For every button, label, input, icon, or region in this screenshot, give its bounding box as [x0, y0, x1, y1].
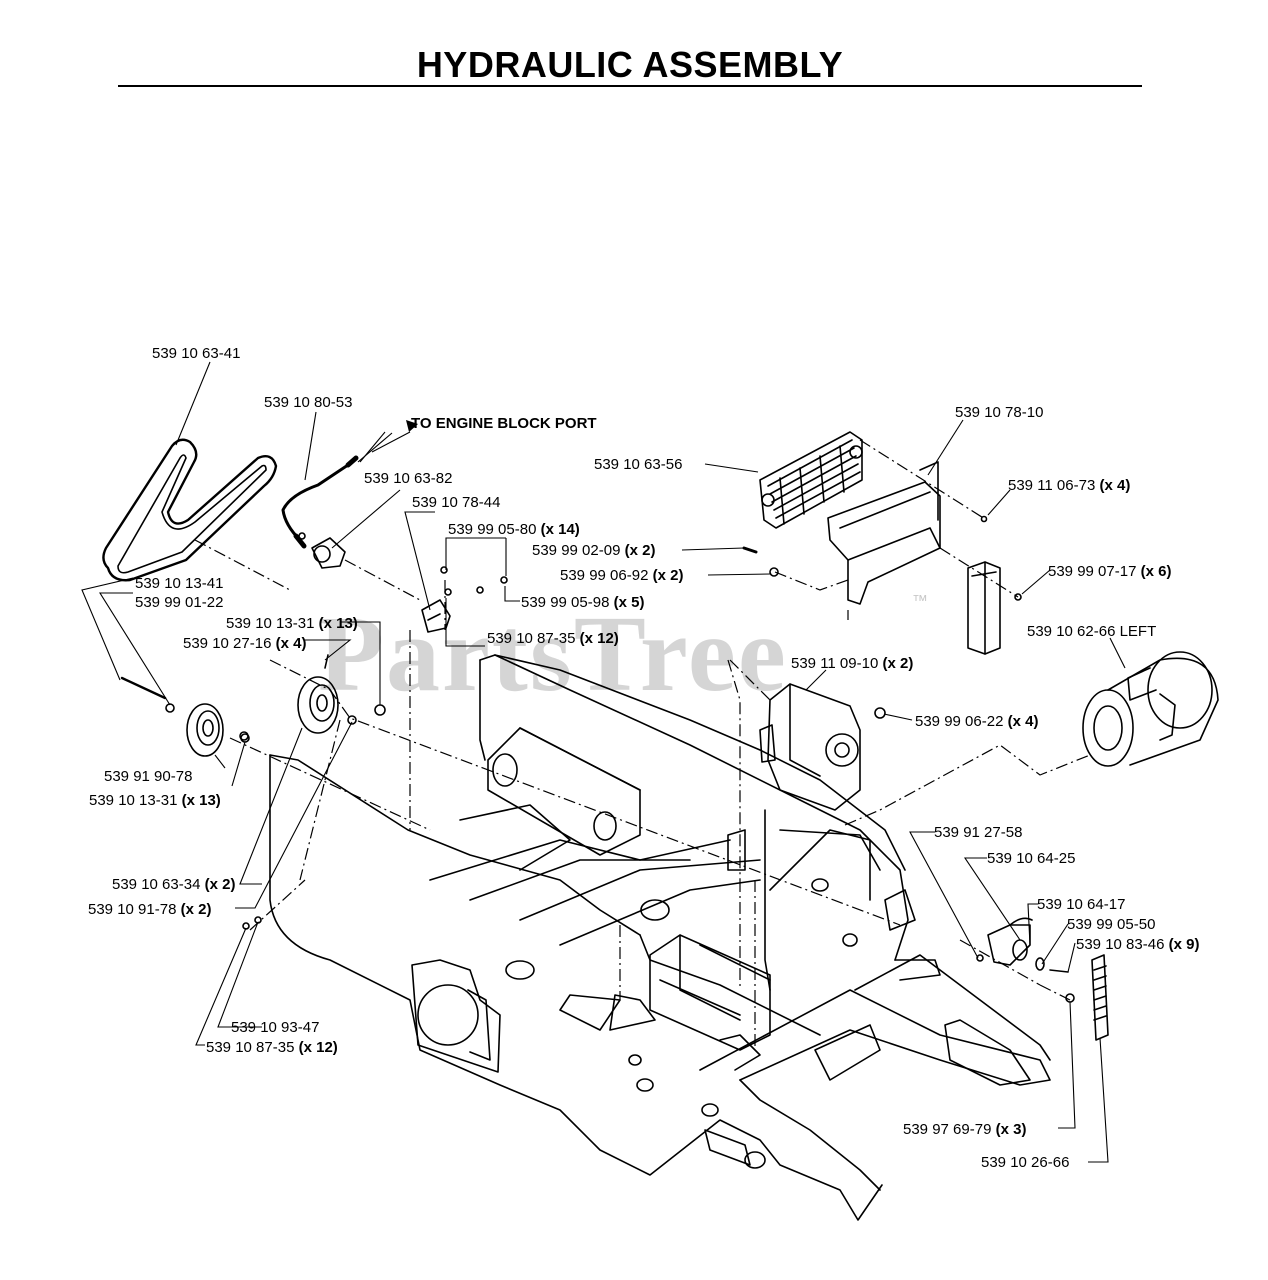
- cooler-bracket: [827, 461, 941, 605]
- callout-539-99-06-92: 539 99 06-92 (x 2): [560, 567, 683, 584]
- fasteners: [120, 515, 1022, 962]
- callout-539-10-26-66: 539 10 26-66: [981, 1154, 1069, 1171]
- hydraulic-pump: [759, 683, 886, 811]
- title-rule: [118, 85, 1142, 87]
- drive-pulley: [297, 654, 357, 734]
- callout-539-10-64-25: 539 10 64-25: [987, 850, 1075, 867]
- engine-port-arrow: [406, 420, 418, 432]
- callout-539-99-07-17: 539 99 07-17 (x 6): [1048, 563, 1171, 580]
- callout-539-99-05-80: 539 99 05-80 (x 14): [448, 521, 580, 538]
- callout-539-91-27-58: 539 91 27-58: [934, 824, 1022, 841]
- callout-539-10-93-47: 539 10 93-47: [231, 1019, 319, 1036]
- watermark: PartsTree: [318, 595, 788, 714]
- assembly-centerlines: [194, 439, 1091, 1050]
- wheel-motor: [1082, 651, 1219, 767]
- callout-539-10-64-17: 539 10 64-17: [1037, 896, 1125, 913]
- support-bracket: [967, 561, 1001, 655]
- callout-539-11-09-10: 539 11 09-10 (x 2): [791, 655, 913, 672]
- callout-539-10-63-56: 539 10 63-56: [594, 456, 682, 473]
- hydraulic-hose: [281, 455, 359, 549]
- callout-539-10-63-34: 539 10 63-34 (x 2): [112, 876, 235, 893]
- callout-539-10-80-53: 539 10 80-53: [264, 394, 352, 411]
- drive-belt: [102, 438, 278, 582]
- callout-539-10-78-44: 539 10 78-44: [412, 494, 500, 511]
- callout-539-10-78-10: 539 10 78-10: [955, 404, 1043, 421]
- page-title: HYDRAULIC ASSEMBLY: [416, 44, 844, 85]
- oil-cooler: [759, 431, 863, 529]
- idler-pulley: [165, 703, 250, 757]
- callout-539-99-02-09: 539 99 02-09 (x 2): [532, 542, 655, 559]
- valve-block: [421, 599, 451, 633]
- callout-539-10-62-66-left: 539 10 62-66 LEFT: [1027, 623, 1156, 640]
- callout-539-10-83-46: 539 10 83-46 (x 9): [1076, 936, 1199, 953]
- callout-539-10-13-41: 539 10 13-41: [135, 575, 223, 592]
- filter-fitting: [311, 537, 346, 569]
- chassis-frame: [269, 654, 1051, 1221]
- callout-539-10-63-41: 539 10 63-41: [152, 345, 240, 362]
- callout-539-99-01-22: 539 99 01-22: [135, 594, 223, 611]
- tension-spring: [1091, 954, 1109, 1041]
- watermark-trademark: ™: [912, 593, 928, 610]
- callout-539-10-13-31-lower: 539 10 13-31 (x 13): [89, 792, 221, 809]
- callout-539-11-06-73: 539 11 06-73 (x 4): [1008, 477, 1130, 494]
- callout-539-97-69-79: 539 97 69-79 (x 3): [903, 1121, 1026, 1138]
- callout-539-10-63-82: 539 10 63-82: [364, 470, 452, 487]
- caster-hub: [987, 917, 1075, 1003]
- callout-539-99-05-50: 539 99 05-50: [1067, 916, 1155, 933]
- callout-539-10-27-16: 539 10 27-16 (x 4): [183, 635, 306, 652]
- callout-539-99-05-98: 539 99 05-98 (x 5): [521, 594, 644, 611]
- callout-539-10-87-35-top: 539 10 87-35 (x 12): [487, 630, 619, 647]
- engine-block-port-note: TO ENGINE BLOCK PORT: [411, 415, 597, 432]
- callout-539-91-90-78: 539 91 90-78: [104, 768, 192, 785]
- callout-539-10-91-78: 539 10 91-78 (x 2): [88, 901, 211, 918]
- callout-539-10-87-35-bottom: 539 10 87-35 (x 12): [206, 1039, 338, 1056]
- callout-539-10-13-31-upper: 539 10 13-31 (x 13): [226, 615, 358, 632]
- callout-539-99-06-22: 539 99 06-22 (x 4): [915, 713, 1038, 730]
- leader-lines: [81, 361, 1126, 1163]
